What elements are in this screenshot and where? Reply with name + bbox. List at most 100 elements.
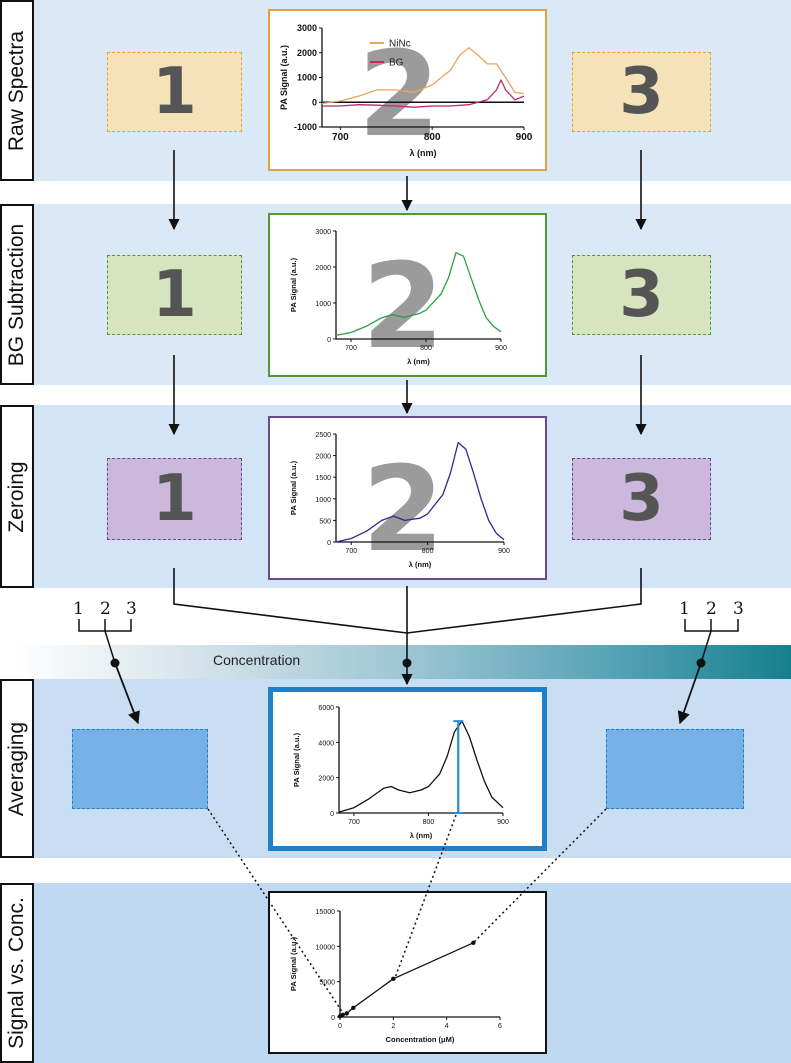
svc-y-tick-label: 0	[331, 1015, 335, 1022]
row-label-averaging: Averaging	[0, 679, 34, 858]
zero-x-tick-label: 900	[498, 548, 510, 555]
bgsub-x-tick-label: 900	[495, 345, 507, 352]
bgsub-x-tick-label: 800	[420, 345, 432, 352]
right-bracket-label-2: 2	[706, 599, 717, 619]
raw-legend-label: NiNc	[389, 39, 411, 50]
left-bracket-label-2: 2	[100, 599, 111, 619]
row-label-raw-spectra-text: Raw Spectra	[5, 30, 28, 151]
concentration-label: Concentration	[213, 652, 301, 668]
avg-series-line-0	[338, 720, 504, 813]
raw-y-tick-label: 1000	[297, 73, 317, 83]
bgsub-x-tick-label: 700	[345, 345, 357, 352]
zero-x-tick-label: 700	[345, 548, 357, 555]
bgsub-y-tick-label: 2000	[315, 265, 331, 272]
zero-x-axis-label: λ (nm)	[409, 560, 432, 569]
row-label-raw-spectra: Raw Spectra	[0, 0, 34, 181]
zero-y-tick-label: 1500	[315, 475, 331, 482]
raw-series-line-1	[322, 79, 525, 108]
right-bracket-label-1: 1	[679, 599, 690, 619]
raw-y-tick-label: 0	[312, 97, 317, 107]
raw-sample-2-label: 2	[358, 25, 440, 163]
zero-y-tick-label: 2500	[315, 432, 331, 439]
bg-subtraction-chart: 2 0 1000 2000 3000 700 800 900 λ (nm) PA Signal (…	[289, 229, 507, 375]
left-bracket-label-1: 1	[73, 599, 84, 619]
raw-y-axis-label: PA Signal (a.u.)	[279, 45, 289, 110]
avg-x-tick-label: 900	[497, 819, 509, 826]
avg-y-tick-label: 4000	[318, 740, 334, 747]
raw-x-tick-label: 800	[424, 132, 441, 143]
row-label-signal-vs-conc: Signal vs. Conc.	[0, 883, 34, 1063]
raw-y-tick-label: -1000	[294, 122, 317, 132]
svc-y-axis-label: PA Signal (a.u.)	[289, 936, 298, 991]
bgsub-y-tick-label: 3000	[315, 229, 331, 236]
svc-x-tick-label: 6	[498, 1023, 502, 1030]
bgsub-x-axis-label: λ (nm)	[407, 357, 430, 366]
avg-x-tick-label: 800	[423, 819, 435, 826]
svc-data-point	[344, 1011, 349, 1016]
raw-spectra-chart-panel: 2 -1000 0 1000 2000 3000 700 800 900 λ (nm) PA Sig…	[268, 9, 547, 171]
svc-data-point	[471, 940, 476, 945]
raw-sample-3-box: 3	[572, 52, 711, 132]
avg-y-tick-label: 6000	[318, 705, 334, 712]
bgsub-sample-2-label: 2	[362, 237, 444, 375]
averaging-chart-panel: 0 2000 4000 6000 700 800 900 λ (nm) PA Signal (a…	[268, 687, 547, 851]
avg-x-axis-label: λ (nm)	[410, 831, 433, 840]
svc-data-point	[340, 1012, 345, 1018]
raw-x-tick-label: 700	[332, 132, 349, 143]
row-label-averaging-text: Averaging	[5, 721, 28, 816]
svc-data-point	[351, 1005, 356, 1011]
zeroing-chart: 2 0 500 1000 1500 2000 2500 700 800 900 λ (nm) PA S…	[289, 432, 510, 578]
svc-x-tick-label: 4	[445, 1023, 449, 1030]
row-label-signal-vs-conc-text: Signal vs. Conc.	[5, 897, 28, 1049]
row-label-zeroing-text: Zeroing	[5, 460, 28, 533]
bg-subtraction-chart-panel: 2 0 1000 2000 3000 700 800 900 λ (nm) PA Signal (…	[268, 213, 547, 377]
row-label-bg-subtraction-text: BG Subtraction	[5, 223, 28, 366]
svc-y-tick-label: 15000	[316, 909, 336, 916]
raw-y-tick-label: 3000	[297, 23, 317, 33]
raw-legend-label: BG	[389, 58, 404, 69]
zero-series-line-0	[335, 441, 505, 543]
zero-sample-2-label: 2	[362, 440, 444, 578]
row-label-zeroing: Zeroing	[0, 405, 34, 588]
raw-sample-1-box: 1	[107, 52, 242, 132]
zero-y-tick-label: 2000	[315, 454, 331, 461]
svc-x-axis-label: Concentration (μM)	[386, 1035, 455, 1044]
bgsub-y-tick-label: 1000	[315, 301, 331, 308]
svc-x-tick-label: 0	[338, 1023, 342, 1030]
avg-y-tick-label: 0	[330, 811, 334, 818]
raw-x-axis-label: λ (nm)	[410, 148, 437, 158]
right-bracket-label-3: 3	[733, 599, 744, 619]
zero-sample-1-box: 1	[107, 458, 242, 540]
svc-y-tick-label: 10000	[316, 944, 336, 951]
averaging-chart: 0 2000 4000 6000 700 800 900 λ (nm) PA Signal (a…	[292, 705, 509, 840]
svc-y-tick-label: 5000	[319, 980, 335, 987]
zero-y-tick-label: 0	[327, 540, 331, 547]
zero-x-tick-label: 800	[422, 548, 434, 555]
avg-x-tick-label: 700	[348, 819, 360, 826]
row-label-bg-subtraction: BG Subtraction	[0, 204, 34, 385]
avg-y-tick-label: 2000	[318, 776, 334, 783]
zeroing-chart-panel: 2 0 500 1000 1500 2000 2500 700 800 900 λ (nm) PA S…	[268, 416, 547, 580]
svc-data-point	[391, 976, 396, 982]
zero-y-tick-label: 500	[319, 518, 331, 525]
bgsub-y-tick-label: 0	[327, 337, 331, 344]
raw-spectra-chart: 2 -1000 0 1000 2000 3000 700 800 900 λ (nm) PA Sig…	[279, 23, 533, 163]
raw-x-tick-label: 900	[516, 132, 533, 143]
bg-sample-3-box: 3	[572, 255, 711, 335]
left-bracket-label-3: 3	[126, 599, 137, 619]
svc-series-line-0	[339, 942, 474, 1017]
avg-left-box	[72, 729, 208, 809]
zero-y-axis-label: PA Signal (a.u.)	[289, 460, 298, 515]
concentration-gradient-bar	[0, 645, 791, 679]
raw-series-line-0	[321, 47, 525, 105]
svc-x-tick-label: 2	[391, 1023, 395, 1030]
zero-sample-3-box: 3	[572, 458, 711, 540]
bgsub-y-axis-label: PA Signal (a.u.)	[289, 257, 298, 312]
avg-right-box	[606, 729, 744, 809]
bg-sample-1-box: 1	[107, 255, 242, 335]
zero-y-tick-label: 1000	[315, 497, 331, 504]
avg-y-axis-label: PA Signal (a.u.)	[292, 732, 301, 787]
raw-y-tick-label: 2000	[297, 48, 317, 58]
